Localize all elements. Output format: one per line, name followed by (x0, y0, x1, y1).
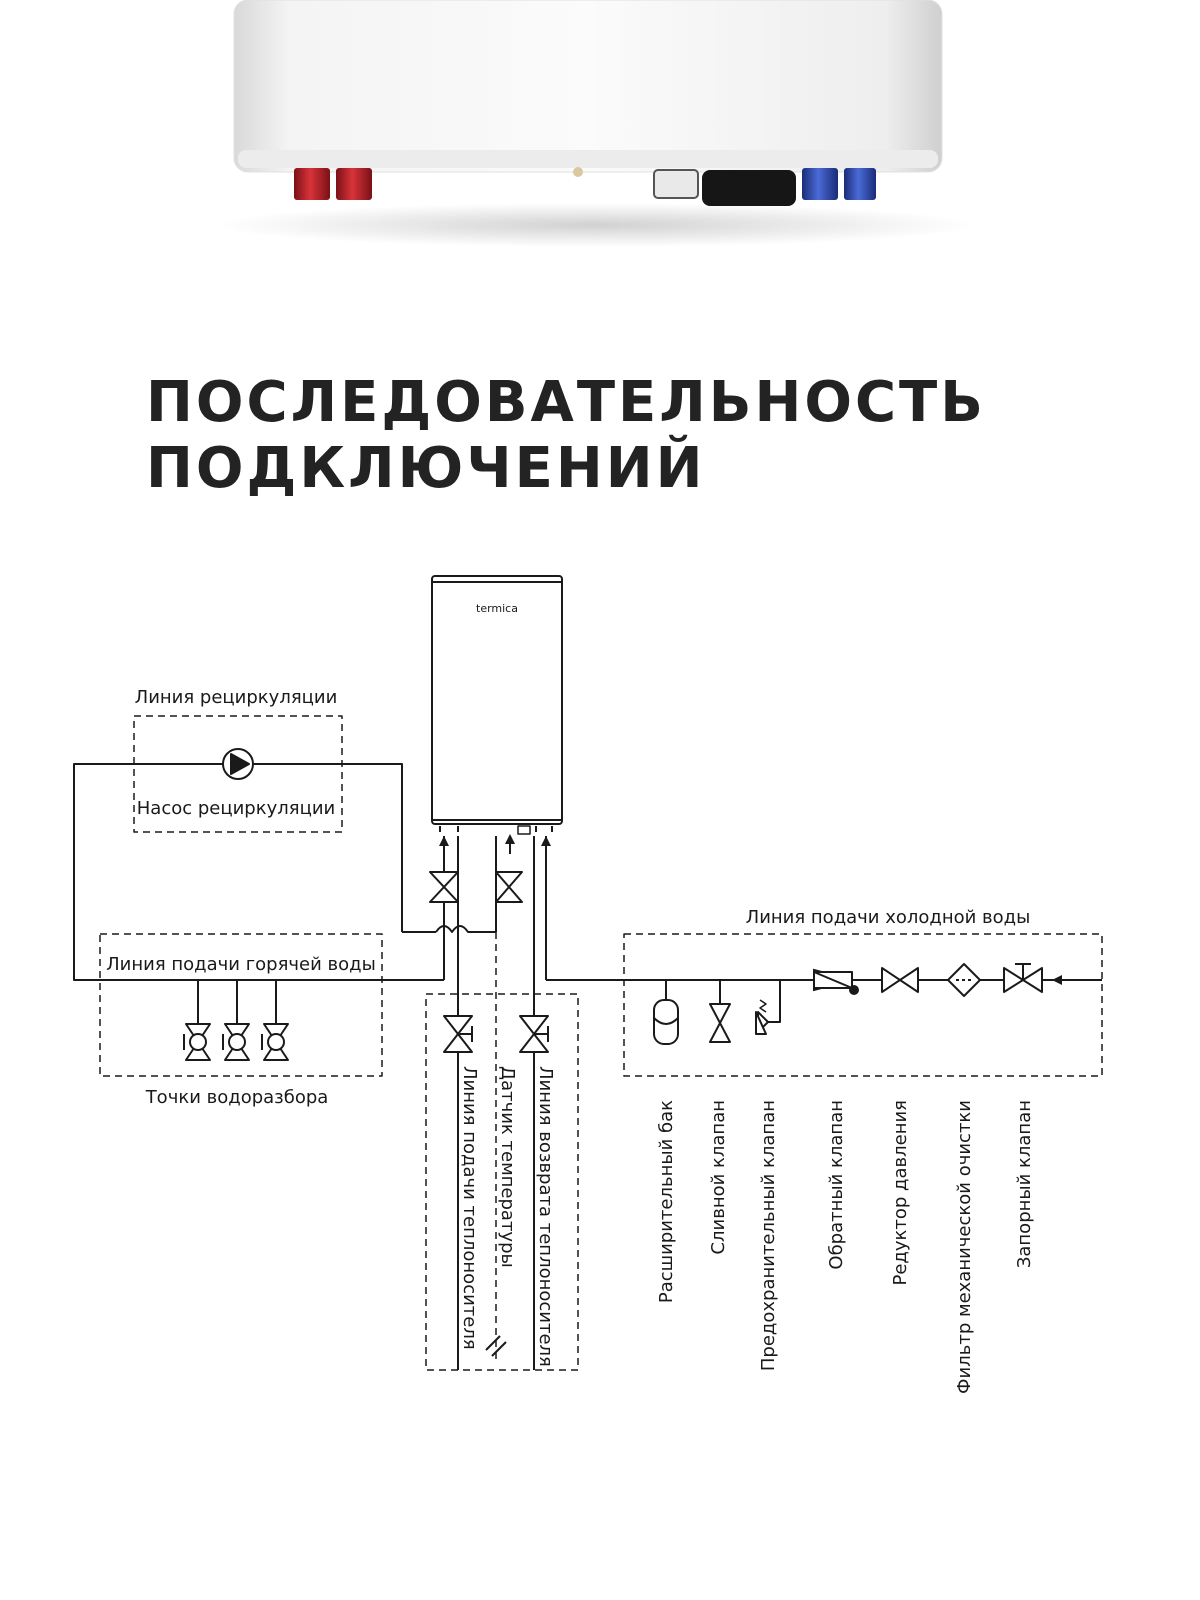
component-label: Запорный клапан (1014, 1100, 1035, 1268)
coolant-supply-label: Линия подачи теплоносителя (459, 1066, 480, 1350)
hot-water-box (99, 933, 383, 1077)
temp-sensor-break (485, 1335, 507, 1357)
expansion-tank-symbol (653, 980, 679, 1045)
draw-off-points-label: Точки водоразбора (145, 1087, 329, 1108)
component-label: Предохранительный клапан (758, 1100, 779, 1371)
coolant-supply-valve (443, 1015, 473, 1053)
title-line-2: ПОДКЛЮЧЕНИЙ (146, 436, 706, 501)
tank-outline (431, 575, 563, 835)
tap-2 (222, 980, 250, 1061)
pipe-crossing (435, 925, 496, 933)
coolant-return-valve (519, 1015, 549, 1053)
recirculation-line-label: Линия рециркуляции (135, 687, 338, 708)
cold-water-line-label: Линия подачи холодной воды (746, 907, 1031, 928)
pressure-reducer-symbol (881, 967, 919, 993)
tank-body (233, 0, 943, 173)
check-valve-symbol (813, 968, 859, 995)
component-label: Редуктор давления (890, 1100, 911, 1286)
cold-water-box (623, 933, 1103, 1077)
component-label: Фильтр механической очистки (954, 1100, 975, 1394)
hot-fittings (294, 168, 372, 200)
cold-fittings (653, 168, 876, 206)
tap-3 (261, 980, 289, 1061)
sensor-port (573, 167, 583, 177)
water-heater-photo (215, 0, 975, 247)
tap-1 (183, 980, 211, 1061)
tank-bottom-cap (238, 150, 938, 168)
drain-valve-symbol (709, 980, 731, 1043)
hot-water-line-label: Линия подачи горячей воды (106, 954, 376, 975)
recirculation-pump-label: Насос рециркуляции (137, 798, 335, 819)
recirculation-box (133, 715, 343, 833)
coolant-return-label: Линия возврата теплоносителя (535, 1066, 556, 1367)
shutoff-valve-symbol (1003, 963, 1043, 993)
component-label: Сливной клапан (708, 1100, 729, 1255)
coolant-box (425, 993, 579, 1371)
recirculation-pipe (73, 763, 444, 981)
title-line-1: ПОСЛЕДОВАТЕЛЬНОСТЬ (146, 370, 986, 435)
hot-outlet-valve (429, 871, 459, 903)
filter-symbol (947, 963, 981, 997)
safety-valve-symbol (755, 980, 781, 1035)
tank-shadow (215, 203, 975, 247)
component-label: Обратный клапан (826, 1100, 847, 1270)
temp-sensor-label: Датчик температуры (497, 1066, 518, 1268)
pump-symbol (222, 748, 254, 780)
component-label: Расширительный бак (656, 1100, 677, 1303)
recirc-inlet-valve (495, 871, 523, 903)
tank-brand: termica (476, 602, 518, 615)
page-title: ПОСЛЕДОВАТЕЛЬНОСТЬ ПОДКЛЮЧЕНИЙ (146, 370, 986, 502)
